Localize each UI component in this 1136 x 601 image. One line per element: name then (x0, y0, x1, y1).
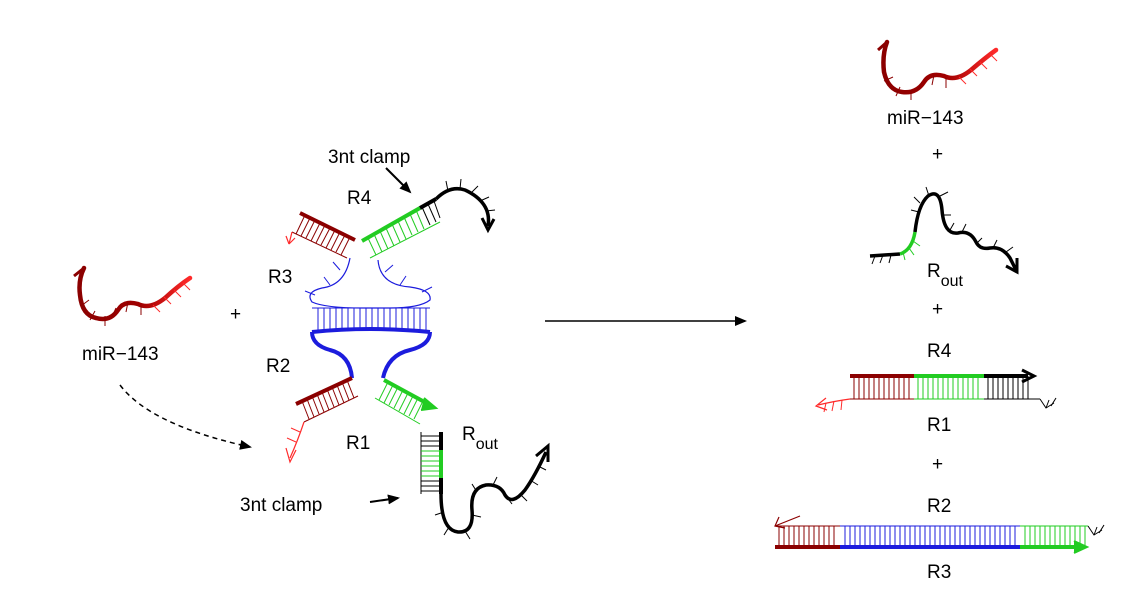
mirna-strand-right (877, 39, 999, 100)
mirna-strand-left (73, 265, 193, 326)
r4-label-left: R4 (347, 188, 372, 209)
four-way-junction-complex (285, 178, 550, 540)
r3-label-right: R3 (927, 562, 951, 583)
r3-blue-loop (304, 257, 433, 309)
rout-label-right: Rout (927, 261, 964, 290)
rout-main-left: R (462, 424, 476, 445)
blue-central-duplex (311, 307, 431, 334)
r4-label-right: R4 (927, 341, 952, 362)
r2-r3-duplex (774, 515, 1105, 554)
rout-main-right: R (927, 261, 941, 282)
clamp-label-top: 3nt clamp (328, 147, 410, 168)
r2-blue-strand (310, 331, 432, 379)
mirna-label-left: miR−143 (82, 344, 159, 365)
rout-sub-right: out (941, 273, 964, 290)
rout-free (869, 186, 1019, 275)
r3-label-left: R3 (268, 267, 292, 288)
r4-green-arm (361, 178, 496, 259)
r4-r1-duplex (814, 368, 1057, 413)
rout-attached (420, 432, 550, 540)
r1-red-arm (285, 376, 359, 464)
plus-right-1: + (932, 144, 943, 165)
clamp-arrow-top (385, 167, 412, 194)
rout-sub-left: out (476, 436, 499, 453)
plus-right-3: + (932, 454, 943, 475)
rout-label-left: Rout (462, 424, 499, 453)
r1-label-left: R1 (346, 433, 370, 454)
plus-right-2: + (932, 299, 943, 320)
clamp-label-bottom: 3nt clamp (240, 495, 322, 516)
binding-arrow (119, 384, 252, 450)
plus-left: + (230, 304, 241, 325)
r4-red-arm (285, 211, 356, 259)
r2-label-right: R2 (927, 496, 951, 517)
r1-label-right: R1 (927, 415, 951, 436)
clamp-arrow-bottom (369, 494, 400, 505)
mirna-label-right: miR−143 (887, 108, 964, 129)
r1-green-arm (374, 378, 439, 425)
r2-label-left: R2 (266, 356, 290, 377)
